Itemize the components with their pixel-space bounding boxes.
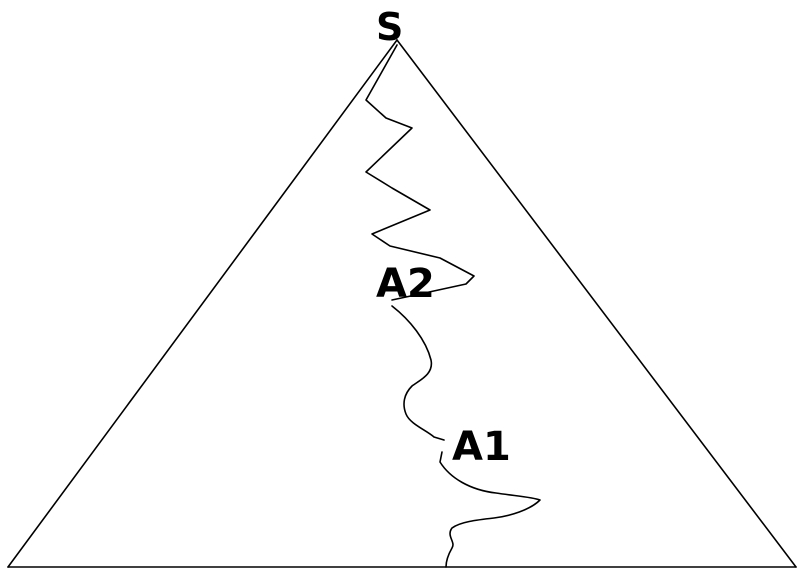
node-label-a2: A2 <box>376 261 435 307</box>
node-label-a1: A1 <box>452 424 511 470</box>
triangle-left-edge <box>7 39 398 568</box>
path-segment-a1-to-base <box>439 451 541 568</box>
triangle-right-edge <box>396 39 797 568</box>
path-segment-a2-to-a1 <box>391 305 445 441</box>
apex-label: S <box>376 5 403 49</box>
path-segment-s-to-a2 <box>365 44 475 301</box>
